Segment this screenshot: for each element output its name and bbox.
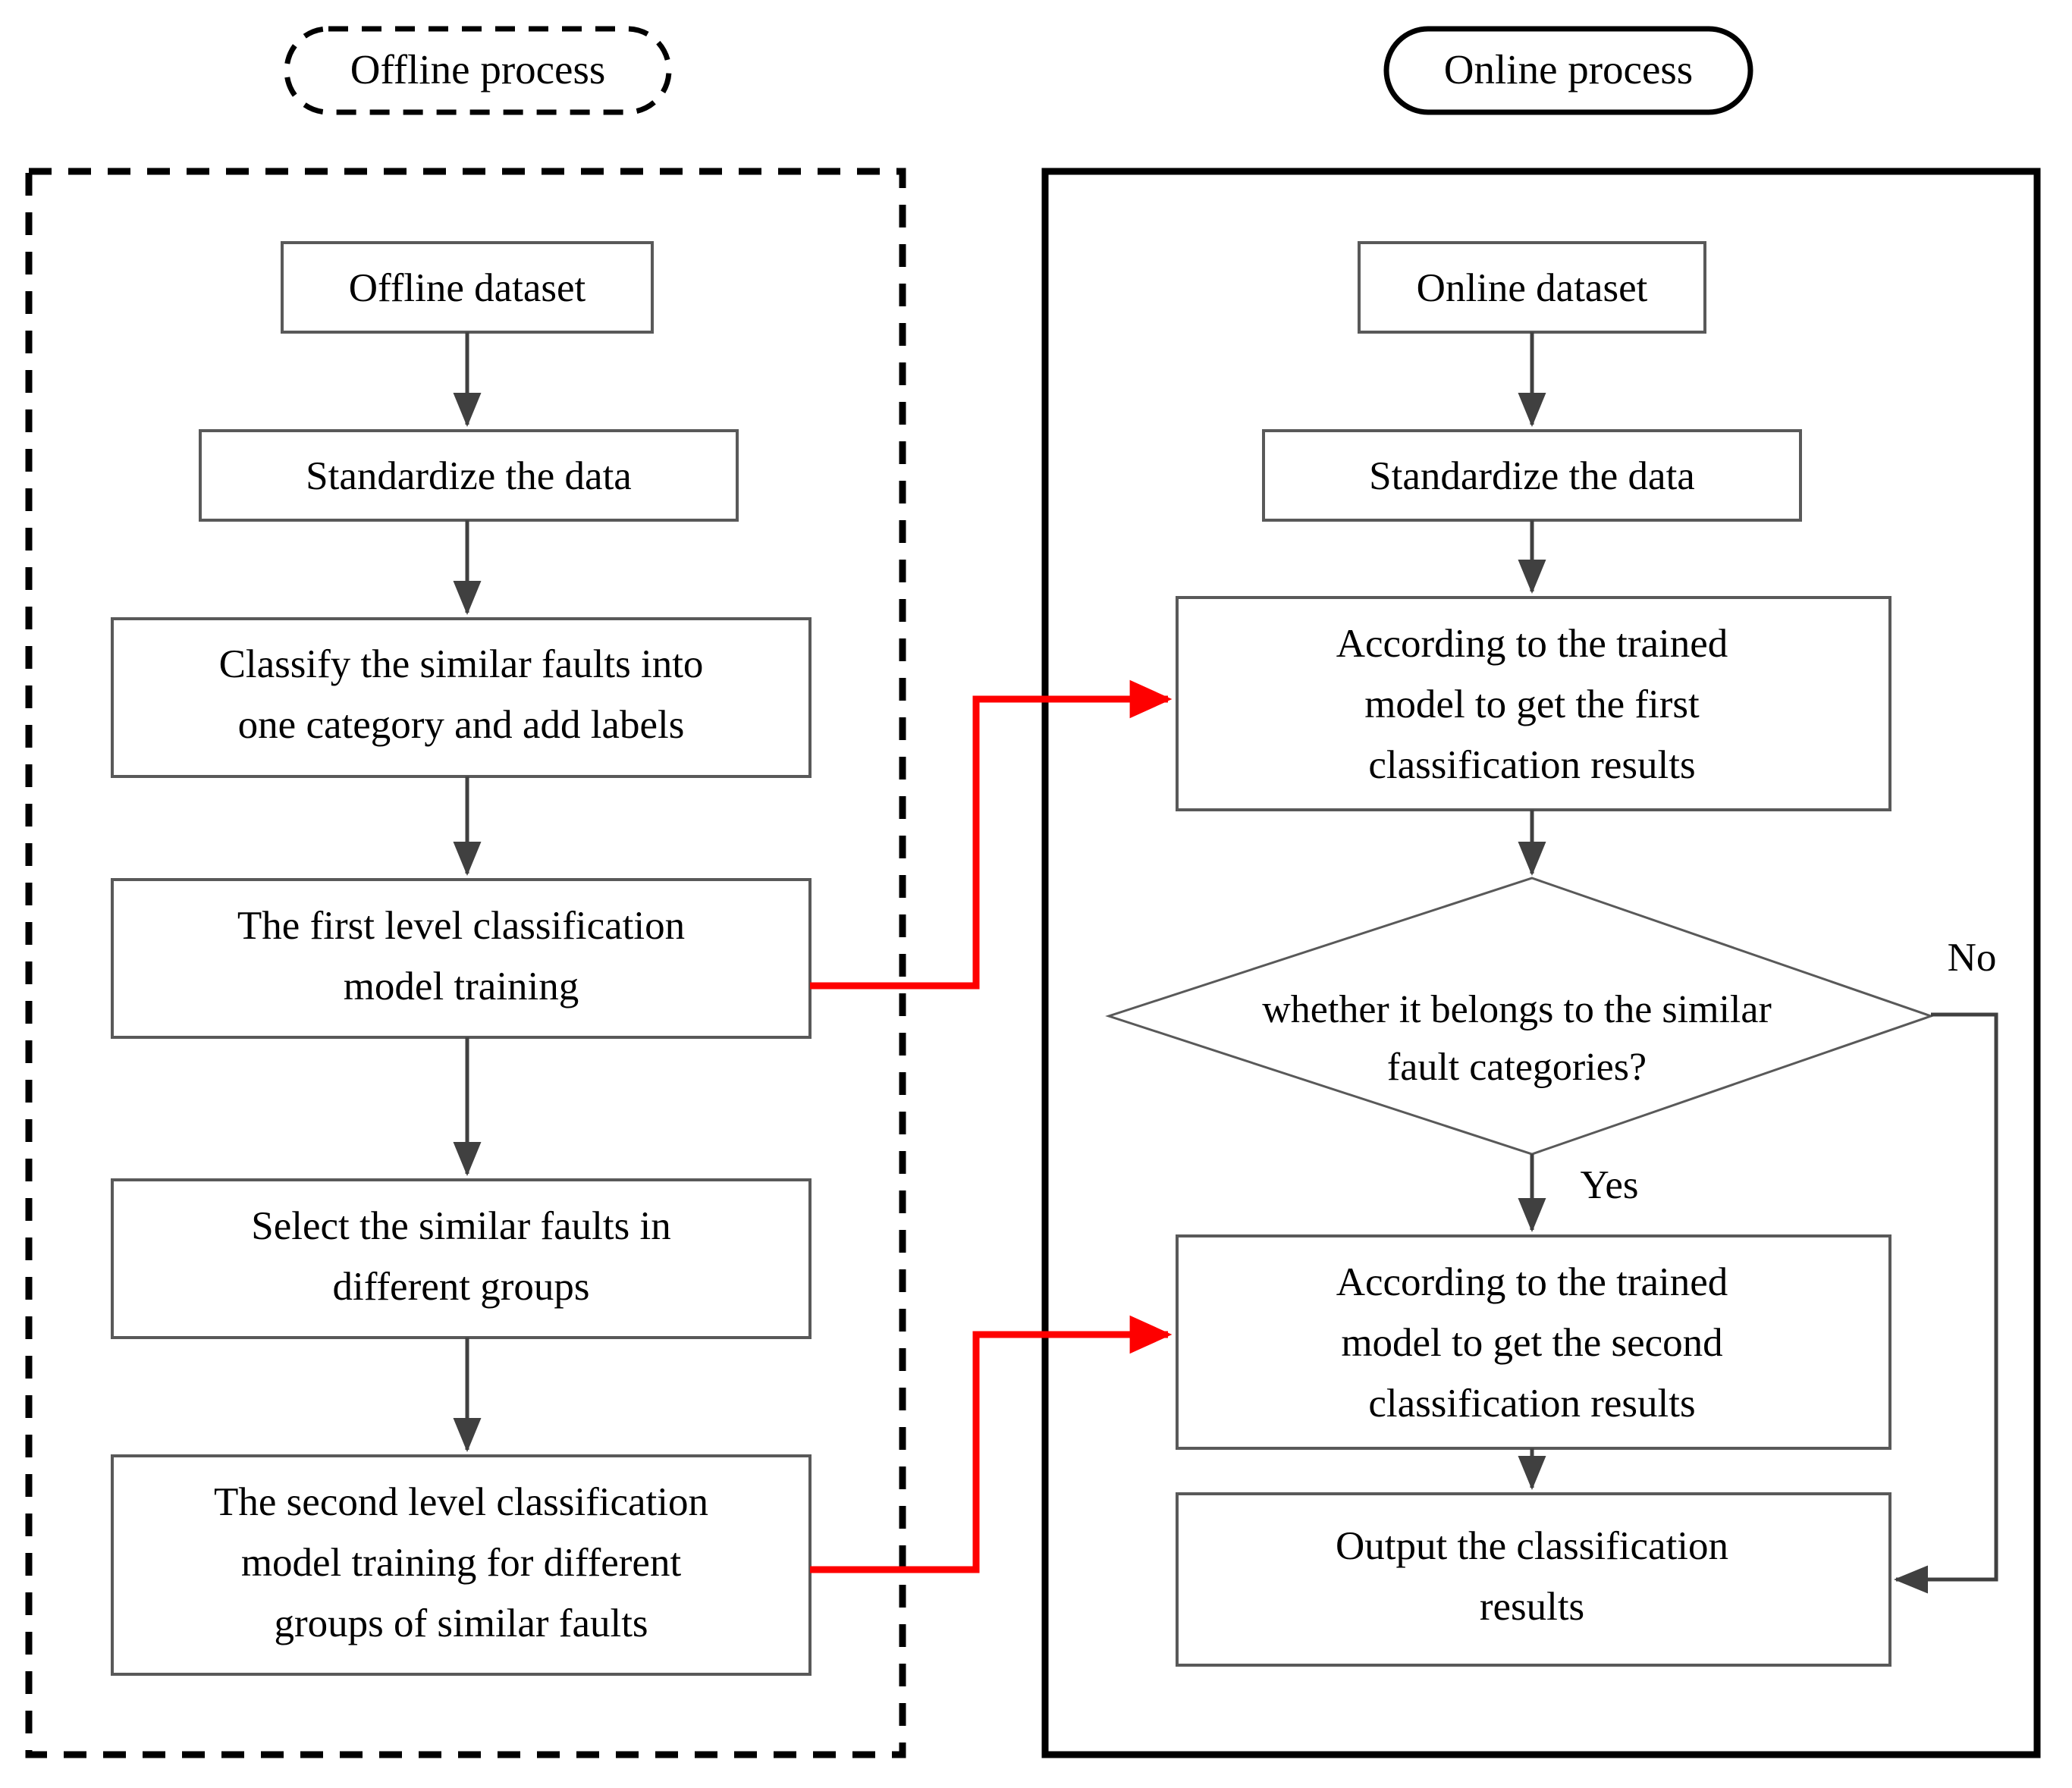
node-online-standardize[interactable] bbox=[1262, 429, 1802, 522]
branch-label-no: No bbox=[1948, 936, 1997, 980]
node-offline-second-level[interactable] bbox=[111, 1454, 812, 1676]
node-offline-classify-line2: one category and add labels bbox=[238, 703, 685, 747]
node-online-first-result-line3: classification results bbox=[1368, 743, 1695, 787]
node-offline-dataset[interactable] bbox=[281, 241, 654, 334]
arrow-decision-no-to-output bbox=[1893, 1012, 1998, 1594]
online-panel-title: Online process bbox=[1444, 46, 1693, 93]
node-offline-select-line1: Select the similar faults in bbox=[251, 1204, 670, 1248]
node-offline-second-level-line3: groups of similar faults bbox=[274, 1601, 648, 1645]
node-online-output[interactable] bbox=[1176, 1492, 1891, 1667]
node-offline-first-level-line2: model training bbox=[344, 965, 579, 1008]
node-online-second-result-line3: classification results bbox=[1368, 1382, 1695, 1426]
node-offline-select[interactable] bbox=[111, 1178, 812, 1339]
cross-link-second-level-to-second-result bbox=[810, 1315, 1173, 1573]
cross-link-first-level-to-first-result bbox=[810, 679, 1173, 990]
node-offline-select-line2: different groups bbox=[332, 1265, 589, 1309]
offline-panel-title-pill bbox=[284, 26, 672, 115]
node-online-first-result-line1: According to the trained bbox=[1336, 622, 1728, 666]
node-offline-standardize-label: Standardize the data bbox=[306, 454, 632, 498]
node-offline-classify-line1: Classify the similar faults into bbox=[219, 642, 704, 686]
online-panel-border bbox=[1041, 168, 2041, 1758]
node-offline-dataset-label: Offline dataset bbox=[349, 266, 586, 310]
node-online-decision-line1: whether it belongs to the similar bbox=[1262, 988, 1772, 1031]
node-online-dataset[interactable] bbox=[1358, 241, 1706, 334]
node-online-output-line1: Output the classification bbox=[1336, 1524, 1728, 1568]
node-online-second-result[interactable] bbox=[1176, 1234, 1891, 1450]
node-offline-second-level-line1: The second level classification bbox=[214, 1480, 708, 1524]
branch-label-yes: Yes bbox=[1580, 1163, 1638, 1207]
node-online-first-result[interactable] bbox=[1176, 596, 1891, 811]
node-offline-second-level-line2: model training for different bbox=[241, 1541, 682, 1585]
node-online-output-line2: results bbox=[1480, 1585, 1584, 1629]
offline-panel-title: Offline process bbox=[350, 46, 606, 93]
node-offline-classify[interactable] bbox=[111, 617, 812, 778]
node-online-standardize-label: Standardize the data bbox=[1369, 454, 1695, 498]
node-online-first-result-line2: model to get the first bbox=[1364, 682, 1700, 726]
node-offline-first-level-line1: The first level classification bbox=[237, 904, 685, 948]
node-offline-first-level[interactable] bbox=[111, 878, 812, 1039]
node-online-decision-line2: fault categories? bbox=[1387, 1046, 1647, 1089]
online-panel-title-pill bbox=[1383, 26, 1753, 115]
node-online-dataset-label: Online dataset bbox=[1417, 266, 1648, 310]
offline-panel-border bbox=[25, 168, 906, 1758]
node-online-second-result-line1: According to the trained bbox=[1336, 1260, 1728, 1304]
node-online-second-result-line2: model to get the second bbox=[1341, 1321, 1722, 1365]
